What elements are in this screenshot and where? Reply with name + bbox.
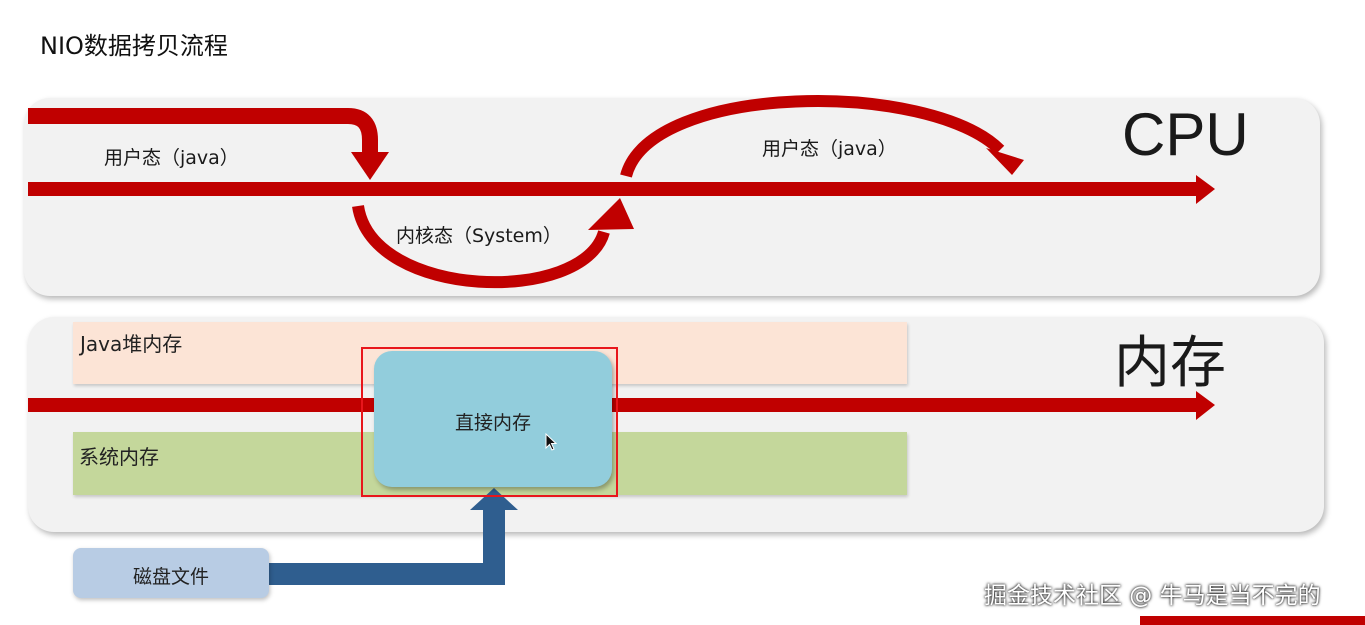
kernel-mode-label: 内核态（System） (396, 225, 562, 247)
disk-file-box (73, 548, 269, 598)
disk-to-direct-memory-arrow (268, 488, 518, 585)
disk-file-label: 磁盘文件 (132, 566, 209, 588)
kernel-mode-arrow (352, 198, 634, 289)
slide-title: NIO数据拷贝流程 (40, 32, 228, 60)
system-memory-label: 系统内存 (79, 445, 159, 469)
user-mode-return-arrow (620, 95, 1024, 178)
direct-memory-highlight (361, 347, 618, 497)
user-mode-label-1: 用户态（java） (104, 147, 239, 169)
direct-memory-label: 直接内存 (454, 412, 531, 434)
memory-label: 内存 (1114, 331, 1226, 396)
memory-timeline-arrow (28, 391, 1215, 420)
corner-strip (1140, 616, 1365, 625)
watermark: 掘金技术社区 @ 牛马是当不完的 (984, 583, 1321, 609)
cpu-label: CPU (1122, 101, 1249, 168)
mouse-cursor-icon (545, 433, 558, 451)
java-heap-label: Java堆内存 (80, 332, 183, 356)
direct-memory-box (374, 351, 612, 487)
cpu-timeline-arrow (28, 175, 1215, 204)
user-mode-entry-arrow (28, 108, 389, 180)
user-mode-label-2: 用户态（java） (762, 138, 897, 160)
